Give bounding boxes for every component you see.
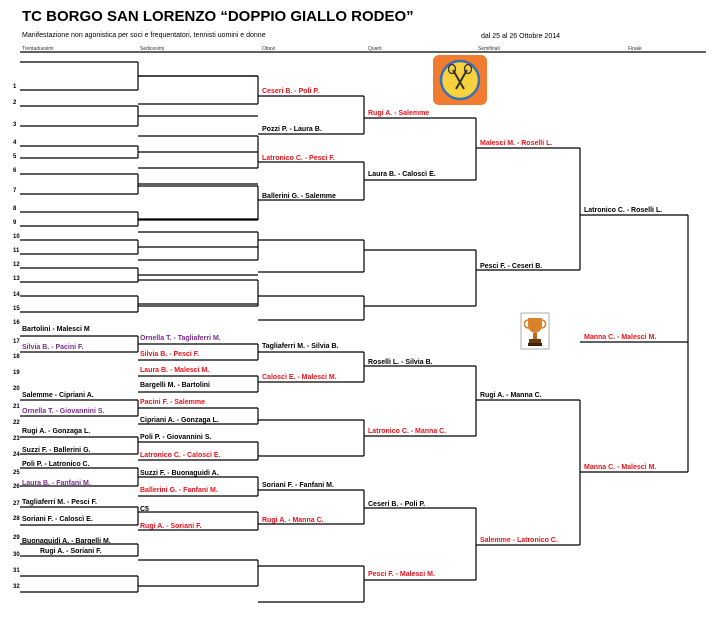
row-number: 16 [13,320,20,326]
round-of-32-entry: Bartolini - Malesci M [22,326,90,333]
row-number: 29 [13,535,20,541]
round-of-16-entry: Silvia B. - Pesci F. [140,351,200,358]
round-header-final: Finale [628,46,642,52]
page-title: TC BORGO SAN LORENZO “DOPPIO GIALLO RODE… [22,8,414,25]
round-of-32-entry: Soriani F. - Caloscì E. [22,516,93,523]
round-of-32-entry: Tagliaferri M. - Pesci F. [22,499,97,506]
quarters-entry: Latronico C. - Manna C. [368,428,447,435]
round-of-16-entry: Suzzi F. - Buonaguidi A. [140,470,219,477]
row-number: 23 [13,436,20,442]
quarters-entry: Rugi A. - Salemme [368,110,430,117]
round-of-8-entry: Pozzi P. - Laura B. [262,126,322,133]
page-subtitle: Manifestazione non agonistica per soci e… [22,32,266,39]
round-of-32-entry: Rugi A. - Gonzaga L. [22,428,91,435]
quarters-entry: Ceseri B. - Poli P. [368,501,426,508]
date-range: dal 25 al 26 Ottobre 2014 [481,33,561,40]
row-number: 5 [13,154,17,160]
round-of-8-entry: Soriani F. - Fanfani M. [262,482,334,489]
round-of-8-entry: Rugi A. - Manna C. [262,517,324,524]
round-of-16-entry: Pacini F. - Salemme [140,399,205,406]
round-of-32-entry: Suzzi F. - Ballerini G. [22,447,91,454]
row-number: 3 [13,122,17,128]
round-of-32-entry: Salemme - Cipriani A. [22,392,94,399]
row-number: 18 [13,354,20,360]
row-number: 11 [13,248,20,254]
quarters-entry: Pesci F. - Malesci M. [368,571,435,578]
club-logo [433,55,487,105]
round-of-32-entry: Poli P. - Latronico C. [22,461,90,468]
semis-entry: Salemme - Latronico C. [480,537,558,544]
row-number: 19 [13,370,20,376]
round-of-16-entry: C5 [140,506,149,513]
finals-entry: Latronico C. - Roselli L. [584,207,663,214]
row-number: 17 [13,339,20,345]
round-of-16-entry: Poli P. - Giovannini S. [140,434,212,441]
row-number: 8 [13,206,17,212]
row-number: 2 [13,100,17,106]
row-number: 24 [13,452,20,458]
round-of-8-entry: Caloscì E. - Malesci M. [262,374,337,381]
row-number: 6 [13,168,17,174]
row-number: 21 [13,404,20,410]
round-of-16-entry: Ornella T. - Tagliaferri M. [140,335,221,342]
finals-entry: Manna C. - Malesci M. [584,334,657,341]
row-number: 12 [13,262,20,268]
row-number: 9 [13,220,17,226]
row-number: 1 [13,84,17,90]
round-of-32-entry: Rugi A. - Soriani F. [40,548,102,555]
round-of-16-entry: Rugi A. - Soriani F. [140,523,202,530]
semis-entry: Malesci M. - Roselli L. [480,140,553,147]
round-header-32: Trentaduesimi [22,46,54,52]
semis-entry: Rugi A. - Manna C. [480,392,542,399]
round-of-32-entry: Ornella T. - Giovannini S. [22,408,105,415]
row-number: 30 [13,552,20,558]
round-of-32-entry: Silvia B. - Pacini F. [22,344,84,351]
row-number: 31 [13,568,20,574]
row-number: 14 [13,292,20,298]
round-of-16-entry: Latronico C. - Caloscì E. [140,452,221,459]
round-of-8-entry: Tagliaferri M. - Silvia B. [262,343,339,350]
semis-entry: Pesci F. - Ceseri B. [480,263,543,270]
round-header-semi: Semifinali [478,46,500,52]
round-of-16-entry: Cipriani A. - Gonzaga L. [140,417,219,424]
round-of-32-entry: Buonaguidi A. - Bargelli M. [22,538,111,545]
row-number: 4 [13,140,17,146]
round-of-16-entry: Ballerini G. - Fanfani M. [140,487,218,494]
row-number: 7 [13,188,17,194]
round-header-16: Sedicesimi [140,46,165,52]
row-number: 15 [13,306,20,312]
quarters-entry: Roselli L. - Silvia B. [368,359,433,366]
round-header-4: Quarti [368,46,382,52]
round-header-8: Ottavi [262,46,276,52]
round-of-8-entry: Ceseri B. - Poli P. [262,88,320,95]
round-of-8-entry: Latronico C. - Pesci F. [262,155,335,162]
row-number: 25 [13,470,20,476]
trophy-icon [520,312,550,350]
round-of-16-entry: Bargelli M. - Bartolini [140,382,211,389]
row-number: 10 [13,234,20,240]
round-of-16-entry: Laura B. - Malesci M. [140,367,210,374]
round-of-32-entry: Laura B. - Fanfani M. [22,480,91,487]
row-number: 27 [13,501,20,507]
row-number: 32 [13,584,20,590]
row-number: 22 [13,420,20,426]
finals-entry: Manna C. - Malesci M. [584,464,657,471]
row-number: 20 [13,386,20,392]
row-number: 28 [13,516,20,522]
row-number: 13 [13,276,20,282]
quarters-entry: Laura B. - Caloscì E. [368,171,436,178]
row-number: 26 [13,484,20,490]
round-of-8-entry: Ballerini G. - Salemme [262,193,336,200]
